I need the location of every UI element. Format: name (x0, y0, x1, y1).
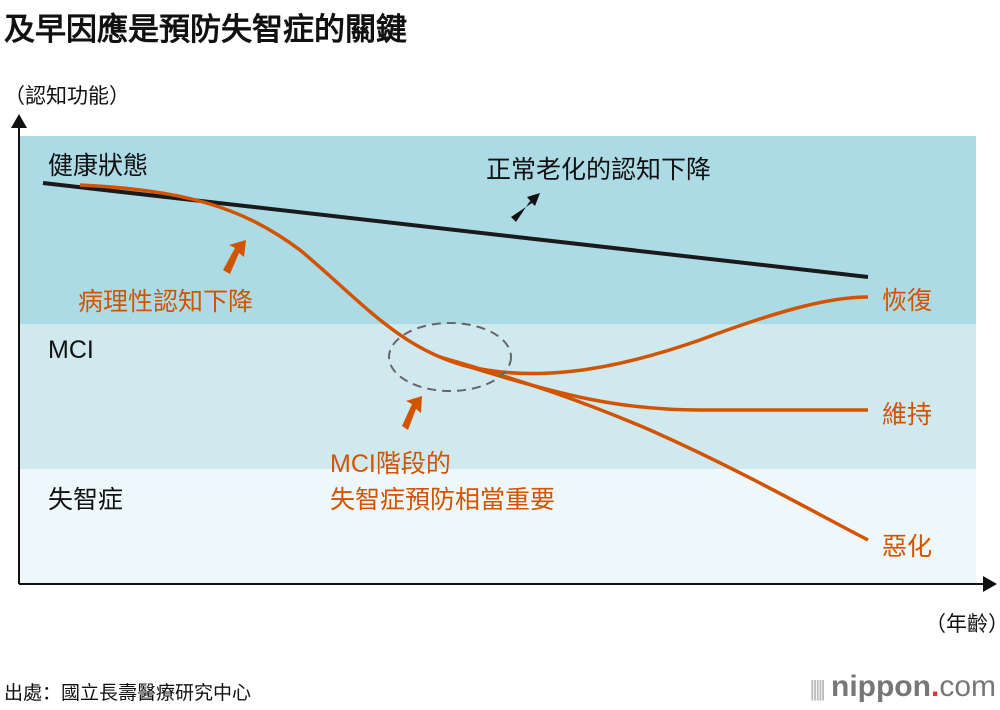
y-axis-arrow-icon (11, 114, 27, 128)
normal-decline-label: 正常老化的認知下降 (486, 156, 712, 184)
y-axis-label: （認知功能） (4, 85, 130, 108)
page-title: 及早因應是預防失智症的關鍵 (4, 12, 407, 47)
logo-bars-icon: ||||| (809, 676, 825, 701)
normal-decline-arrow-icon (511, 193, 540, 222)
recover-curve (79, 183, 869, 376)
normal-decline-line (42, 181, 869, 279)
x-axis-label: （年齡） (925, 613, 1000, 636)
mci-highlight-ellipse (388, 322, 512, 392)
nippon-logo: ||||| nippon.com (809, 670, 996, 704)
logo-name: nippon (831, 670, 931, 703)
worsen-curve (439, 355, 869, 542)
outcome-recover: 恢復 (882, 287, 933, 315)
logo-dot: . (930, 670, 940, 703)
mci-arrow-icon (402, 396, 422, 430)
zone-label-mci: MCI (48, 336, 94, 364)
mci-note-line2: 失智症預防相當重要 (330, 486, 556, 514)
outcome-worsen: 惡化 (882, 533, 933, 561)
zone-label-dementia: 失智症 (48, 486, 124, 514)
mci-note-line1: MCI階段的 (330, 450, 451, 478)
zone-label-healthy: 健康狀態 (48, 152, 149, 180)
mci-zone-band (19, 324, 976, 469)
dementia-zone-band (19, 469, 976, 584)
x-axis-arrow-icon (983, 576, 997, 592)
source-note: 出處：國立長壽醫療研究中心 (4, 683, 252, 704)
healthy-zone-band (19, 136, 976, 324)
pathological-decline-label: 病理性認知下降 (78, 288, 254, 316)
logo-suffix: com (939, 670, 996, 703)
pathological-arrow-icon (223, 240, 246, 274)
outcome-maintain: 維持 (882, 401, 933, 429)
